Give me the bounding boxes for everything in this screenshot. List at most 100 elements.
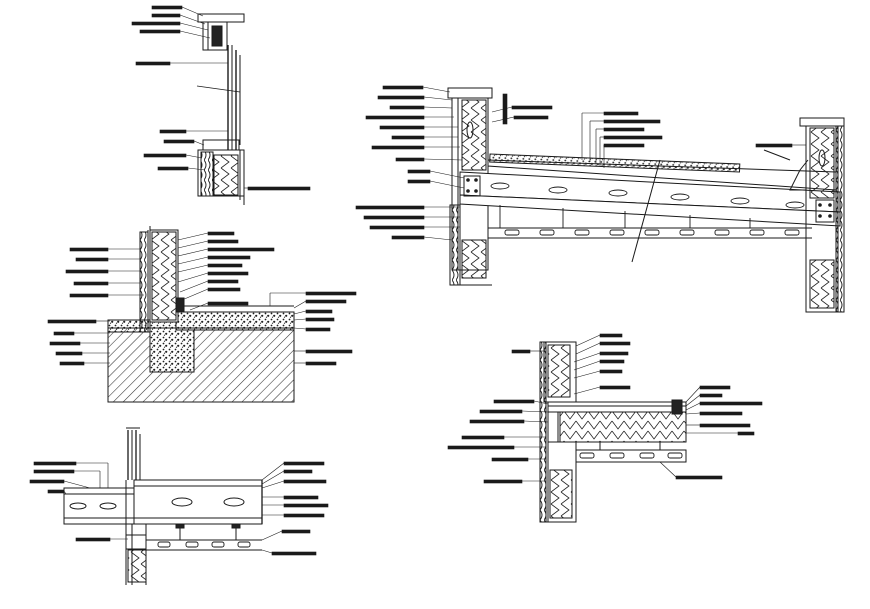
label-line	[49, 341, 110, 346]
label-line	[151, 5, 204, 17]
label-line	[55, 351, 110, 356]
label-line	[177, 271, 249, 283]
label-line	[686, 431, 755, 436]
label-line	[369, 225, 460, 230]
label-line	[261, 479, 327, 489]
label-line	[391, 235, 453, 241]
label-line	[73, 281, 142, 286]
label-line	[407, 179, 465, 189]
label-line	[293, 299, 347, 309]
label-line	[159, 129, 228, 134]
label-line	[377, 95, 453, 101]
label-line	[157, 166, 206, 171]
label-line	[261, 461, 325, 481]
label-line	[685, 411, 743, 416]
label-line	[755, 143, 806, 148]
label-line	[686, 423, 751, 428]
floor-beam-connection-section	[63, 427, 263, 585]
label-line	[139, 29, 211, 39]
label-line	[685, 401, 763, 411]
label-line	[575, 333, 623, 347]
roof-slope-section-labels	[355, 85, 806, 241]
label-line	[47, 489, 67, 495]
label-line	[365, 115, 454, 120]
wall-foundation-footing-labels	[47, 231, 357, 366]
label-line	[491, 115, 549, 123]
label-line	[177, 239, 239, 249]
label-line	[573, 369, 623, 379]
label-line	[269, 291, 357, 306]
label-line	[363, 215, 460, 220]
label-line	[685, 385, 731, 403]
roof-slope-section	[447, 87, 845, 313]
label-line	[33, 461, 109, 488]
label-line	[59, 361, 110, 366]
label-line	[447, 445, 546, 450]
label-line	[483, 479, 546, 484]
label-line	[261, 529, 311, 541]
label-line	[143, 153, 203, 159]
label-line	[479, 409, 549, 414]
label-line	[75, 257, 140, 262]
label-line	[599, 135, 663, 166]
label-line	[659, 461, 723, 480]
label-line	[293, 317, 335, 322]
label-line	[177, 263, 243, 273]
label-line	[581, 111, 639, 160]
label-line	[371, 145, 460, 150]
label-line	[491, 457, 546, 462]
label-line	[389, 105, 453, 110]
intermediate-floor-labels	[447, 333, 763, 484]
label-line	[47, 319, 110, 324]
intermediate-floor-section	[539, 341, 687, 523]
label-line	[293, 327, 331, 332]
label-line	[491, 105, 553, 113]
label-line	[511, 349, 544, 354]
label-line	[493, 399, 549, 405]
label-line	[573, 351, 629, 363]
label-line	[595, 127, 645, 164]
label-line	[575, 341, 631, 355]
label-line	[163, 139, 205, 146]
label-line	[189, 301, 249, 311]
label-line	[685, 393, 723, 407]
label-line	[131, 21, 209, 31]
label-line	[177, 247, 275, 257]
label-line	[294, 361, 337, 366]
label-line	[262, 503, 329, 508]
label-line	[262, 513, 325, 518]
label-line	[589, 119, 661, 162]
window-wall-section-labels	[131, 5, 311, 191]
label-line	[53, 331, 110, 336]
label-line	[69, 247, 140, 252]
label-line	[461, 435, 546, 440]
label-line	[181, 287, 241, 301]
label-line	[573, 385, 631, 395]
label-line	[33, 469, 101, 488]
label-line	[135, 61, 228, 66]
label-line	[244, 186, 311, 191]
label-line	[469, 419, 549, 424]
wall-foundation-footing-section	[107, 226, 295, 403]
label-line	[293, 309, 333, 315]
label-line	[382, 85, 451, 93]
label-line	[407, 169, 465, 179]
label-line	[177, 231, 235, 241]
floor-beam-connection-labels	[29, 461, 329, 556]
label-line	[573, 359, 625, 371]
label-line	[391, 135, 458, 140]
label-line	[261, 549, 317, 556]
label-line	[355, 205, 460, 210]
label-line	[262, 495, 319, 500]
label-line	[179, 279, 239, 293]
label-line	[177, 255, 251, 265]
window-wall-section	[196, 13, 245, 205]
label-line	[603, 143, 645, 168]
label-line	[294, 349, 353, 354]
label-line	[69, 293, 144, 298]
label-line	[151, 13, 206, 25]
label-line	[65, 269, 142, 274]
label-line	[261, 469, 313, 485]
label-line	[395, 157, 463, 162]
